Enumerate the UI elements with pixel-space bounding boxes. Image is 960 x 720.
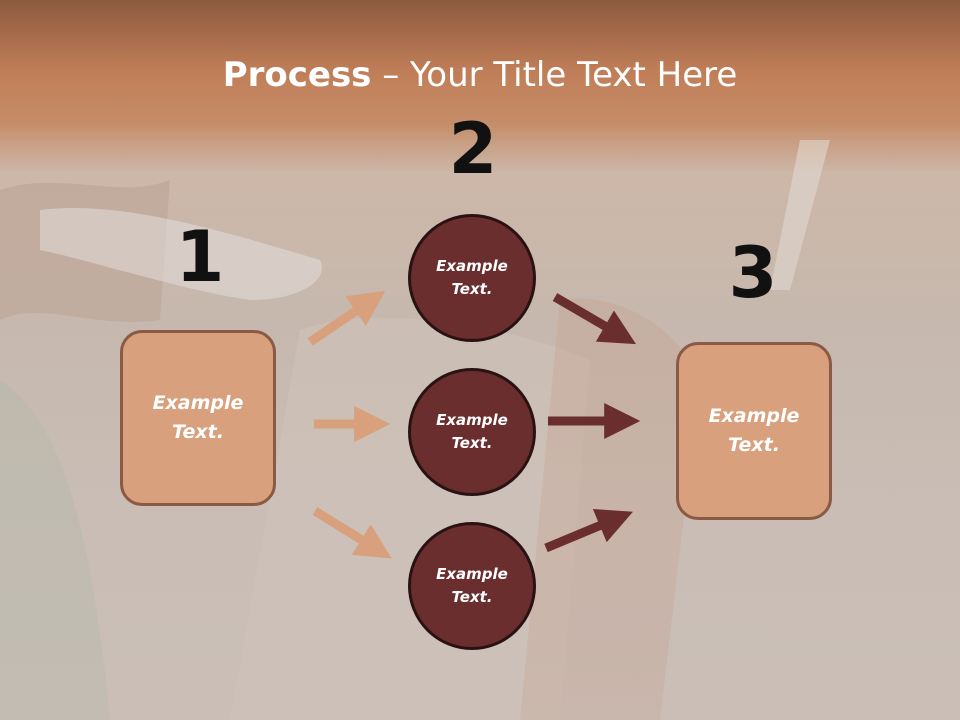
page-title: Process – Your Title Text Here — [0, 52, 960, 98]
arrow-in-bottom — [312, 507, 392, 559]
left-text-box: Example Text. — [120, 330, 276, 506]
title-bold: Process — [222, 55, 372, 95]
circle-top: Example Text. — [408, 214, 536, 342]
step-number-1: 1 — [175, 216, 225, 298]
circle-middle: Example Text. — [408, 368, 536, 496]
step-number-3: 3 — [728, 232, 778, 314]
title-rest: – Your Title Text Here — [371, 55, 738, 95]
step-number-2: 2 — [448, 108, 498, 190]
arrow-out-top — [552, 293, 637, 345]
arrow-in-top — [307, 290, 386, 346]
circle-bottom: Example Text. — [408, 522, 536, 650]
arrow-out-bottom — [544, 509, 633, 553]
right-text-box: Example Text. — [676, 342, 832, 520]
